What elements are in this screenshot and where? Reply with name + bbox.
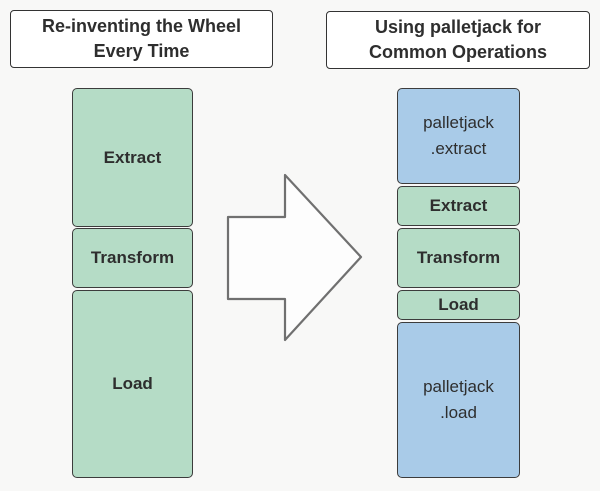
left-transform-label: Transform (90, 248, 175, 267)
left-title: Re-inventing the Wheel Every Time (41, 15, 241, 61)
right-title: Using palletjack for Common Operations (368, 16, 547, 62)
right-arrow-icon (226, 173, 363, 342)
right-extract-label: Extract (429, 196, 488, 215)
right-palletjack-extract-box: palletjack .extract (397, 88, 520, 184)
left-load-box: Load (72, 290, 193, 478)
left-transform-box: Transform (72, 228, 193, 288)
right-extract-box: Extract (397, 186, 520, 226)
right-palletjack-load-box: palletjack .load (397, 322, 520, 478)
right-load-label: Load (438, 295, 479, 314)
left-extract-box: Extract (72, 88, 193, 227)
left-extract-label: Extract (103, 147, 162, 167)
right-transform-box: Transform (397, 228, 520, 288)
right-palletjack-load-label: palletjack .load (423, 376, 494, 422)
right-palletjack-extract-label: palletjack .extract (423, 112, 494, 158)
left-title-box: Re-inventing the Wheel Every Time (10, 10, 273, 68)
right-load-box: Load (397, 290, 520, 320)
right-transform-label: Transform (416, 248, 501, 267)
left-load-label: Load (112, 374, 153, 393)
right-title-box: Using palletjack for Common Operations (326, 11, 590, 69)
